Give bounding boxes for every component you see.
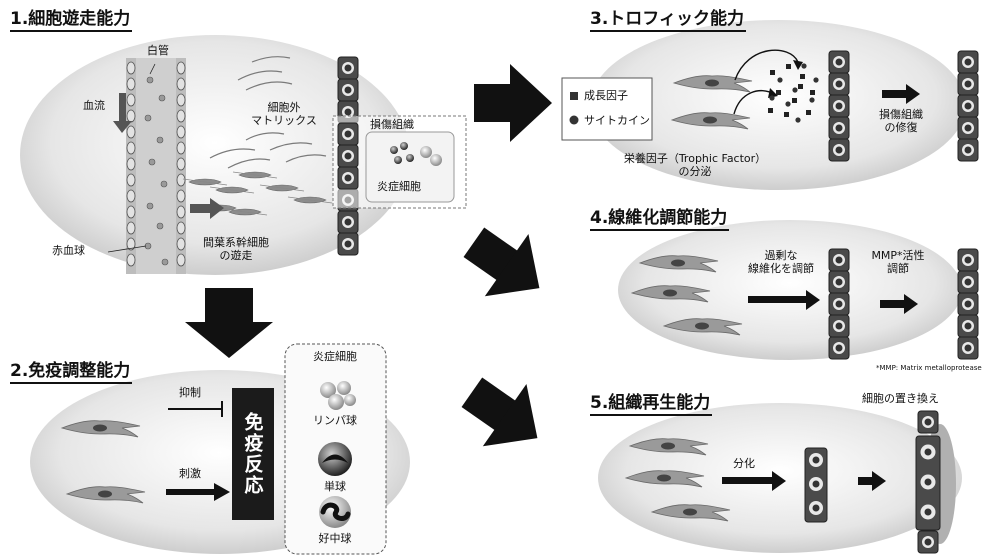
legend-growth-factor: 成長因子	[584, 89, 628, 102]
arrow-to-s3	[474, 64, 552, 142]
arrow-to-s4	[463, 227, 540, 297]
s5-title: 5.組織再生能力	[590, 388, 713, 416]
mmp-footnote: *MMP: Matrix metalloprotease	[876, 364, 982, 372]
blood-flow-arrow	[113, 93, 132, 133]
damaged-tissue-label: 損傷組織	[370, 118, 414, 131]
vessel-wall-right	[176, 58, 186, 274]
s2-title: 2.免疫調整能力	[10, 356, 133, 384]
s5-replace-arrow	[858, 471, 886, 491]
s4-title: 4.線維化調節能力	[590, 203, 730, 231]
lymphocyte-cells	[320, 381, 356, 410]
trophic-factor-label: 栄養因子（Trophic Factor） の分泌	[623, 152, 767, 178]
vessel-wall-left	[126, 58, 136, 274]
inflammatory-panel-title: 炎症細胞	[313, 350, 357, 363]
blood-vessel	[133, 58, 179, 274]
ecm-fibres	[209, 56, 327, 169]
s3-tissue-left	[828, 50, 850, 162]
inflammatory-cell-cluster	[390, 142, 442, 166]
cell-replacement-label: 細胞の置き換え	[862, 392, 939, 405]
s4-tissue-left	[828, 248, 850, 360]
blood-flow-label: 血流	[83, 99, 105, 112]
s4-tissue-right	[957, 248, 979, 360]
suppress-label: 抑制	[179, 386, 201, 399]
immune-response-box: 免疫反応	[232, 388, 274, 520]
differentiation-label: 分化	[733, 457, 755, 470]
repair-label: 損傷組織 の修復	[879, 108, 923, 134]
s3-ellipse	[590, 20, 966, 190]
mmp-label: MMP*活性 調節	[871, 249, 925, 275]
neutrophil-label: 好中球	[318, 532, 352, 545]
monocyte-cell	[318, 442, 352, 476]
red-blood-cells	[144, 76, 169, 266]
s5-new-cells	[804, 447, 828, 523]
stimulate-arrow	[166, 483, 230, 501]
rbc-label: 赤血球	[52, 244, 85, 257]
s5-differentiation-arrow	[722, 471, 786, 491]
monocyte-label: 単球	[324, 480, 346, 493]
arrow-s1-to-s2	[185, 288, 273, 358]
trophic-factors	[768, 63, 819, 123]
blood-vessel-label: 白管	[147, 44, 169, 57]
stimulate-label: 刺激	[179, 467, 201, 480]
arrow-to-s5	[461, 377, 538, 447]
s3-tissue-right	[957, 50, 979, 162]
s4-mmp-arrow	[880, 294, 918, 314]
lymphocyte-label: リンパ球	[313, 414, 357, 427]
s3-repair-arrow	[882, 84, 920, 104]
s3-legend-box	[561, 77, 653, 141]
fibrosis-label: 過剰な 線維化を調節	[748, 249, 814, 275]
msc-migration-label: 間葉系幹細胞 の遊走	[203, 236, 269, 262]
s4-fibrosis-arrow	[748, 290, 820, 310]
s1-title: 1.細胞遊走能力	[10, 4, 133, 32]
ecm-label: 細胞外 マトリックス	[251, 101, 317, 127]
inflammatory-cells-label: 炎症細胞	[377, 180, 421, 193]
s5-tissue-column	[915, 410, 956, 554]
neutrophil-cell	[319, 496, 351, 528]
migration-arrow	[190, 198, 224, 219]
legend-cytokine: サイトカイン	[584, 114, 650, 127]
s3-title: 3.トロフィック能力	[590, 4, 746, 32]
suppress-arrow	[168, 401, 223, 417]
